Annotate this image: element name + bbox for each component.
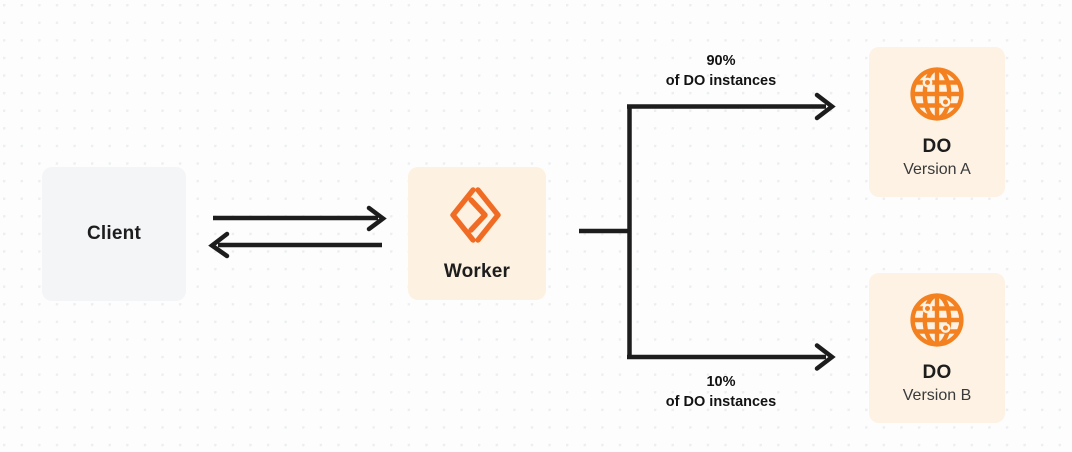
- node-client[interactable]: Client: [42, 167, 186, 301]
- node-do-b-label: DO: [922, 362, 952, 384]
- node-do-a-sublabel: Version A: [903, 161, 971, 179]
- globe-icon: [908, 65, 966, 123]
- edge-worker-to-do-a: [627, 92, 836, 121]
- edge-label-do-a-percent: 90%: [706, 53, 736, 69]
- edge-worker-to-client: [208, 231, 382, 259]
- edge-client-to-worker: [213, 205, 387, 232]
- globe-icon: [908, 291, 966, 349]
- edge-label-do-a: 90% of DO instances: [600, 52, 842, 91]
- edge-label-do-b-text: of DO instances: [665, 393, 777, 410]
- node-worker[interactable]: Worker: [408, 167, 546, 300]
- node-do-b-sublabel: Version B: [902, 387, 972, 405]
- node-do-version-b[interactable]: DO Version B: [869, 273, 1005, 423]
- node-client-label: Client: [87, 222, 141, 244]
- node-do-version-a[interactable]: DO Version A: [869, 47, 1005, 197]
- node-do-a-label: DO: [922, 136, 952, 158]
- edge-label-do-a-text: of DO instances: [665, 72, 777, 89]
- edge-worker-to-do-b: [627, 343, 836, 371]
- edge-label-do-b-percent: 10%: [706, 374, 736, 390]
- edge-label-do-b: 10% of DO instances: [600, 373, 842, 412]
- node-worker-label: Worker: [443, 261, 511, 283]
- cloudflare-workers-icon: [447, 184, 507, 246]
